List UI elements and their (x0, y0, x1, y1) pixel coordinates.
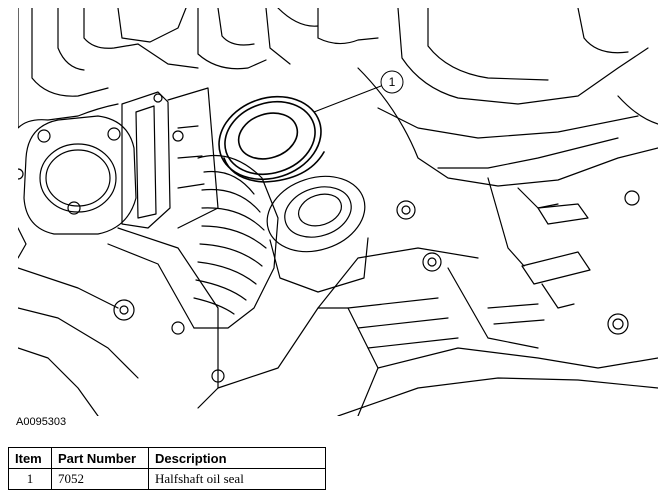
bracket-drawing (107, 87, 219, 409)
cell-item: 1 (8, 468, 52, 490)
transmission-housing-drawing (277, 8, 658, 187)
figure-id: A0095303 (16, 416, 67, 428)
parts-table: Item Part Number Description 1 7052 Half… (8, 447, 326, 490)
seal-bore-drawing (266, 175, 369, 293)
oil-seal-drawing (218, 95, 325, 183)
flange-drawing (18, 115, 137, 235)
header-part-number: Part Number (51, 447, 149, 469)
header-description: Description (148, 447, 326, 469)
halfshaft-seal-illustration: 1 (18, 8, 658, 416)
callout-1: 1 (313, 70, 404, 113)
cell-description: Halfshaft oil seal (148, 468, 326, 490)
lower-frame-drawing (18, 227, 658, 416)
engine-block-drawing (18, 8, 291, 129)
callout-1-label: 1 (389, 75, 396, 89)
header-item: Item (8, 447, 52, 469)
connector-drawing (447, 177, 591, 349)
bolts-drawing (113, 190, 640, 383)
table-row: 1 7052 Halfshaft oil seal (8, 468, 326, 490)
cell-part-number: 7052 (51, 468, 149, 490)
cv-boot-drawing (193, 154, 279, 329)
parts-table-header-row: Item Part Number Description (8, 447, 326, 469)
